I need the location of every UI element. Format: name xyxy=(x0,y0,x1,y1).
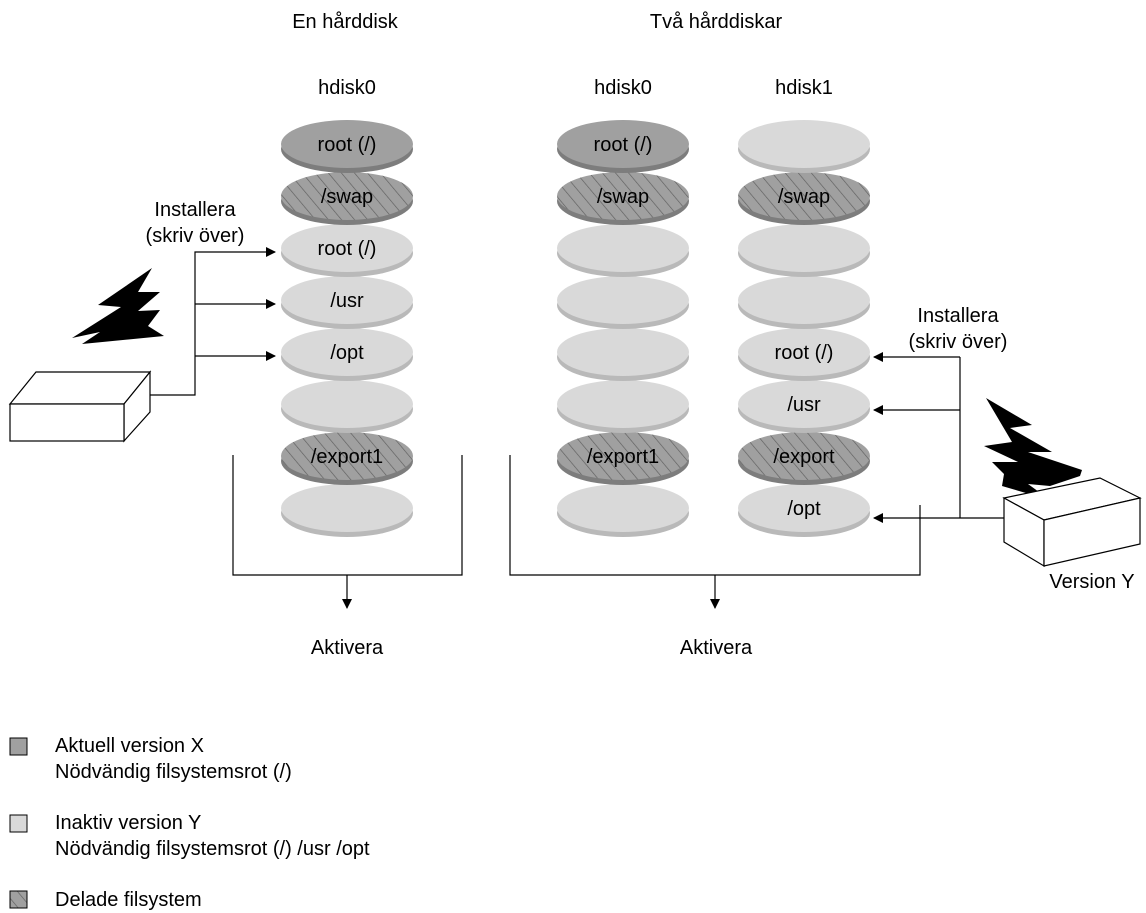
disk-slice: root (/) xyxy=(738,328,870,381)
disk-slice-face xyxy=(281,432,413,480)
disk-slice xyxy=(281,380,413,433)
title-two-disks: Två hårddiskar xyxy=(650,11,783,33)
disk-slice-face xyxy=(557,328,689,376)
disk-slice-face xyxy=(281,172,413,220)
legend-inactive-line2: Nödvändig filsystemsrot (/) /usr /opt xyxy=(55,838,370,860)
disk-name-left: hdisk0 xyxy=(318,77,376,99)
install-arrow-left-root xyxy=(150,247,276,396)
install-label-left-line1: Installera xyxy=(154,199,236,221)
disk-slice-face xyxy=(738,172,870,220)
disk-slice xyxy=(557,484,689,537)
disk-slice: /opt xyxy=(738,484,870,537)
disk-slice-label: /swap xyxy=(597,186,649,208)
disk-slice-face xyxy=(738,484,870,532)
disk-slice-face xyxy=(281,224,413,272)
disk-slice-face xyxy=(738,276,870,324)
disk-slice: /opt xyxy=(281,328,413,381)
disk-slice-face xyxy=(738,328,870,376)
disk-slice xyxy=(557,328,689,381)
disk-slice-face xyxy=(281,328,413,376)
legend-swatch-shared xyxy=(9,890,28,909)
legend-current-line2: Nödvändig filsystemsrot (/) xyxy=(55,761,292,783)
disk-slice-label: root (/) xyxy=(594,134,653,156)
disk-slice xyxy=(738,224,870,277)
disk-slice: /usr xyxy=(281,276,413,329)
disk-stack-left: /export1/opt/usr root (/) /swap root (/) xyxy=(281,120,413,537)
disk-slice-face xyxy=(281,380,413,428)
disk-slice xyxy=(557,224,689,277)
legend-current-line1: Aktuell version X xyxy=(55,735,204,757)
install-label-right-line1: Installera xyxy=(917,305,999,327)
disk-slice-label: root (/) xyxy=(318,238,377,260)
disk-slice-face xyxy=(557,484,689,532)
disk-slice-face xyxy=(557,432,689,480)
disk-slice: /usr xyxy=(738,380,870,433)
title-one-disk: En hårddisk xyxy=(292,11,399,33)
disk-slice-label: /export1 xyxy=(587,446,659,468)
disk-slice-face xyxy=(281,484,413,532)
disk-slice-label: /usr xyxy=(787,394,821,416)
disk-slice: /export xyxy=(738,432,870,485)
disk-slice-face xyxy=(557,276,689,324)
disk-slice-face xyxy=(557,172,689,220)
activate-label-left: Aktivera xyxy=(311,637,384,659)
disk-stack-right: /opt/export/usr root (/) /swap xyxy=(738,120,870,537)
install-label-left-line2: (skriv över) xyxy=(146,225,245,247)
disk-name-mid: hdisk0 xyxy=(594,77,652,99)
disk-slice-label: /opt xyxy=(330,342,364,364)
media-box-left-icon xyxy=(8,370,152,443)
disk-slice-label: /opt xyxy=(787,498,821,520)
disk-slice: /swap xyxy=(281,172,413,225)
media-label-right: Version Y xyxy=(1049,571,1134,593)
legend-shared-line1: Delade filsystem xyxy=(55,889,202,911)
lightning-left-icon xyxy=(72,268,164,344)
disk-slice xyxy=(557,276,689,329)
disk-slice-label: /export xyxy=(773,446,835,468)
disk-stack-mid: /export1/swap root (/) xyxy=(557,120,689,537)
disk-slice: /export1 xyxy=(281,432,413,485)
disk-slice xyxy=(738,276,870,329)
disk-slice: root (/) xyxy=(557,120,689,173)
disk-slice-face xyxy=(281,276,413,324)
disk-slice-face xyxy=(557,120,689,168)
disk-slice-face xyxy=(738,120,870,168)
disk-slice-face xyxy=(557,380,689,428)
disk-slice-label: /swap xyxy=(321,186,373,208)
legend: Aktuell version X Nödvändig filsystemsro… xyxy=(9,735,370,911)
lightning-right-icon xyxy=(984,398,1082,500)
legend-swatch-inactive xyxy=(9,814,28,833)
disk-slice: root (/) xyxy=(281,224,413,277)
disk-slice: /swap xyxy=(738,172,870,225)
disk-slice-face xyxy=(281,120,413,168)
disk-slice: /export1 xyxy=(557,432,689,485)
disk-name-right: hdisk1 xyxy=(775,77,833,99)
disk-slice xyxy=(738,120,870,173)
activate-label-right: Aktivera xyxy=(680,637,753,659)
disk-slice: root (/) xyxy=(281,120,413,173)
disk-slice-label: /swap xyxy=(778,186,830,208)
disk-slice: /swap xyxy=(557,172,689,225)
disk-slice xyxy=(557,380,689,433)
disk-slice-label: root (/) xyxy=(775,342,834,364)
disk-slice-label: root (/) xyxy=(318,134,377,156)
disk-slice-label: /export1 xyxy=(311,446,383,468)
disk-slice-face xyxy=(738,380,870,428)
disk-slice-label: /usr xyxy=(330,290,364,312)
disk-slice-face xyxy=(738,224,870,272)
legend-swatch-current xyxy=(9,737,28,756)
install-label-right-line2: (skriv över) xyxy=(909,331,1008,353)
media-box-right-icon xyxy=(1002,477,1142,568)
disk-slice xyxy=(281,484,413,537)
disk-slice-face xyxy=(557,224,689,272)
legend-inactive-line1: Inaktiv version Y xyxy=(55,812,201,834)
disk-slice-face xyxy=(738,432,870,480)
